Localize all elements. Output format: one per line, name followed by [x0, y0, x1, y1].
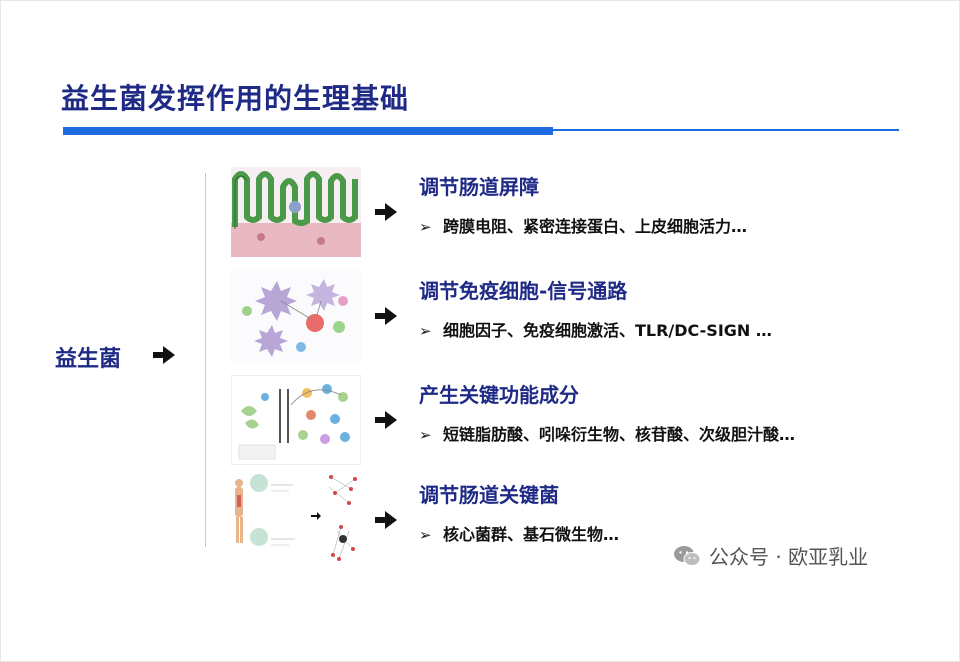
- bullet-icon: ➢: [419, 322, 432, 340]
- watermark-text: 公众号 · 欧亚乳业: [709, 545, 869, 569]
- probiotic-label: 益生菌: [55, 347, 122, 372]
- row-immune-signaling: 调节免疫细胞-信号通路 ➢ 细胞因子、免疫细胞激活、TLR/DC-SIGN …: [231, 271, 931, 361]
- immune-cell-image: [231, 271, 361, 361]
- right-arrow-icon: [375, 203, 397, 221]
- metabolite-pathway-image: [231, 375, 361, 465]
- microbiome-network-image: [231, 469, 361, 569]
- row-detail: ➢ 跨膜电阻、紧密连接蛋白、上皮细胞活力…: [419, 213, 747, 237]
- right-arrow-icon: [375, 307, 397, 325]
- row-detail: ➢ 短链脂肪酸、吲哚衍生物、核苷酸、次级胆汁酸…: [419, 421, 795, 445]
- title-underline-thin: [553, 129, 899, 131]
- row-intestinal-barrier: 调节肠道屏障 ➢ 跨膜电阻、紧密连接蛋白、上皮细胞活力…: [231, 167, 931, 257]
- row-heading: 产生关键功能成分: [419, 383, 579, 407]
- row-functional-components: 产生关键功能成分 ➢ 短链脂肪酸、吲哚衍生物、核苷酸、次级胆汁酸…: [231, 375, 931, 465]
- row-detail: ➢ 细胞因子、免疫细胞激活、TLR/DC-SIGN …: [419, 317, 772, 341]
- divider-line: [205, 173, 206, 547]
- row-key-bacteria: 调节肠道关键菌 ➢ 核心菌群、基石微生物…: [231, 469, 931, 569]
- intestinal-villi-image: [231, 167, 361, 257]
- row-heading: 调节肠道屏障: [419, 175, 539, 199]
- page-title: 益生菌发挥作用的生理基础: [61, 82, 410, 115]
- watermark: 公众号 · 欧亚乳业: [673, 541, 868, 570]
- bullet-icon: ➢: [419, 218, 432, 236]
- title-underline-thick: [63, 127, 553, 135]
- row-detail: ➢ 核心菌群、基石微生物…: [419, 521, 619, 545]
- wechat-icon: [674, 545, 701, 566]
- bullet-icon: ➢: [419, 426, 432, 444]
- row-detail-text: 细胞因子、免疫细胞激活、TLR/DC-SIGN …: [443, 321, 772, 340]
- row-detail-text: 跨膜电阻、紧密连接蛋白、上皮细胞活力…: [443, 217, 748, 236]
- row-heading: 调节肠道关键菌: [419, 483, 559, 507]
- right-arrow-icon: [153, 346, 175, 364]
- bullet-icon: ➢: [419, 526, 432, 544]
- row-heading: 调节免疫细胞-信号通路: [419, 279, 628, 303]
- right-arrow-icon: [375, 511, 397, 529]
- row-detail-text: 短链脂肪酸、吲哚衍生物、核苷酸、次级胆汁酸…: [443, 425, 796, 444]
- right-arrow-icon: [375, 411, 397, 429]
- row-detail-text: 核心菌群、基石微生物…: [443, 525, 620, 544]
